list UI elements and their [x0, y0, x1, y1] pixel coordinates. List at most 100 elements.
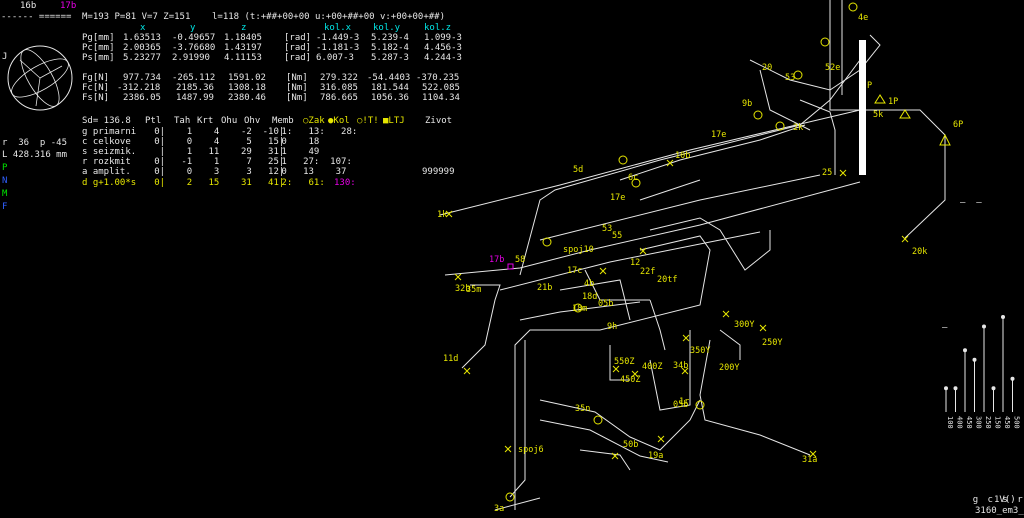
node-label: 22f	[640, 267, 655, 277]
stress-row-name: g primarni	[82, 127, 137, 137]
highlighted-element[interactable]	[859, 40, 866, 175]
cell: 4.11153	[224, 53, 262, 63]
node-label: 1k	[437, 210, 447, 220]
j-label: J	[2, 52, 8, 62]
cell: 279.322	[320, 73, 358, 83]
unit: [Nm]	[286, 93, 308, 103]
node-label: 20k	[912, 247, 927, 257]
stress-row-memb: 0 18	[276, 137, 320, 147]
cell: 6.007-3	[316, 53, 354, 63]
view-rotation: r 36 p -45	[2, 138, 68, 148]
node-label: 10b	[675, 151, 690, 161]
node-label: 05b	[673, 400, 688, 410]
bar-label: 150	[994, 416, 1002, 429]
stress-row-memb: 2: 61:	[276, 178, 325, 188]
cell: 1487.99	[176, 93, 214, 103]
dash-indicator: — —	[960, 198, 982, 208]
hdr-memb: Memb	[272, 116, 294, 126]
cell: 1104.34	[422, 93, 460, 103]
cell: -312.218	[117, 83, 161, 93]
node-label: 11d	[443, 354, 458, 364]
hdr-tah: Tah	[174, 116, 191, 126]
node-label: 53	[602, 224, 612, 234]
node-label: 52e	[825, 63, 840, 73]
node-label: 1r	[679, 397, 689, 407]
stress-row-memb: 0 13 37	[276, 167, 347, 177]
tab-17b[interactable]: 17b	[60, 1, 77, 11]
cell: 316.085	[320, 83, 358, 93]
mode-m[interactable]: M	[2, 189, 8, 199]
hdr-t-text: !T!	[362, 116, 379, 126]
cell: 2185.36	[176, 83, 214, 93]
model-status: M=193 P=81 V=7 Z=151	[82, 12, 191, 22]
hdr-ohv: Ohv	[244, 116, 261, 126]
bar-label: 500	[1013, 416, 1021, 429]
unit: [rad]	[284, 53, 312, 63]
cell: 522.085	[422, 83, 460, 93]
cell: 2380.46	[228, 93, 266, 103]
row-label: Fc[N]	[82, 83, 110, 93]
node-label: 2k	[793, 123, 803, 133]
bar-label: 400	[956, 416, 964, 429]
node-label: 18d	[582, 292, 597, 302]
bar-tail: 1V()	[994, 495, 1016, 505]
node-label: 400Z	[642, 362, 662, 372]
node-label: 21b	[537, 283, 552, 293]
node-label: 9b	[742, 99, 752, 109]
cell: 2.91990	[172, 53, 210, 63]
bar-letters: g c s r a	[943, 484, 1024, 517]
bar-top-marker	[953, 386, 958, 391]
node-label: 350Y	[690, 346, 710, 356]
cell: -1.449-3	[316, 33, 360, 43]
node-label: 05b	[598, 299, 613, 309]
hdr-ohu: Ohu	[221, 116, 238, 126]
node-label: 55	[612, 231, 622, 241]
bar-top-marker	[1001, 315, 1005, 319]
cell: 181.544	[371, 83, 409, 93]
orientation-sphere-icon[interactable]	[2, 40, 82, 120]
cell: 1308.18	[228, 83, 266, 93]
life-value: 999999	[422, 167, 455, 177]
stress-row-name: d g+1.00*s	[82, 178, 137, 188]
hdr-ltj-text: LTJ	[388, 116, 405, 126]
row-label: Pc[mm]	[82, 43, 115, 53]
stress-row-name: a amplit.	[82, 167, 131, 177]
cell: 5.287-3	[371, 53, 409, 63]
bar-top-marker	[963, 348, 967, 353]
tab-16b[interactable]: 16b	[20, 1, 37, 11]
selected-node-marker[interactable]	[507, 263, 514, 270]
header-separator: ------ ======	[1, 12, 72, 22]
node-label: 4e	[858, 13, 868, 23]
mode-f[interactable]: F	[2, 202, 8, 212]
col-kol-y: kol.y	[373, 23, 401, 33]
node-label: 20tf	[657, 275, 677, 285]
hdr-zivot: Zivot	[425, 116, 453, 126]
file-name: 3160_em3_	[975, 506, 1024, 516]
cell: -0.49657	[172, 33, 216, 43]
mode-p[interactable]: P	[2, 163, 8, 173]
mode-n[interactable]: N	[2, 176, 8, 186]
bar-top-marker	[972, 357, 977, 362]
support-markers	[505, 2, 951, 502]
bar-label: 250	[984, 416, 992, 429]
row-label: Fg[N]	[82, 73, 110, 83]
orientation-status: l=118 (t:+##+00+00 u:+00+##+00 v:+00+00+…	[212, 12, 445, 22]
col-y: y	[190, 23, 196, 33]
node-label: P	[867, 81, 872, 91]
cell: 1.099-3	[424, 33, 462, 43]
unit: [Nm]	[286, 83, 308, 93]
node-label: 58	[515, 255, 525, 265]
unit: [Nm]	[286, 73, 308, 83]
node-label: 250Y	[762, 338, 782, 348]
bar-label: 450	[1003, 416, 1011, 429]
bar-letter-g: g	[972, 495, 981, 505]
node-label: 550Z	[614, 357, 634, 367]
cell: 5.239-4	[371, 33, 409, 43]
cell: 5.23277	[123, 53, 161, 63]
row-label: Ps[mm]	[82, 53, 115, 63]
row-label: Fs[N]	[82, 93, 110, 103]
bar-top-marker	[991, 386, 996, 391]
node-label: 9h	[607, 322, 617, 332]
node-label: 25	[822, 168, 832, 178]
